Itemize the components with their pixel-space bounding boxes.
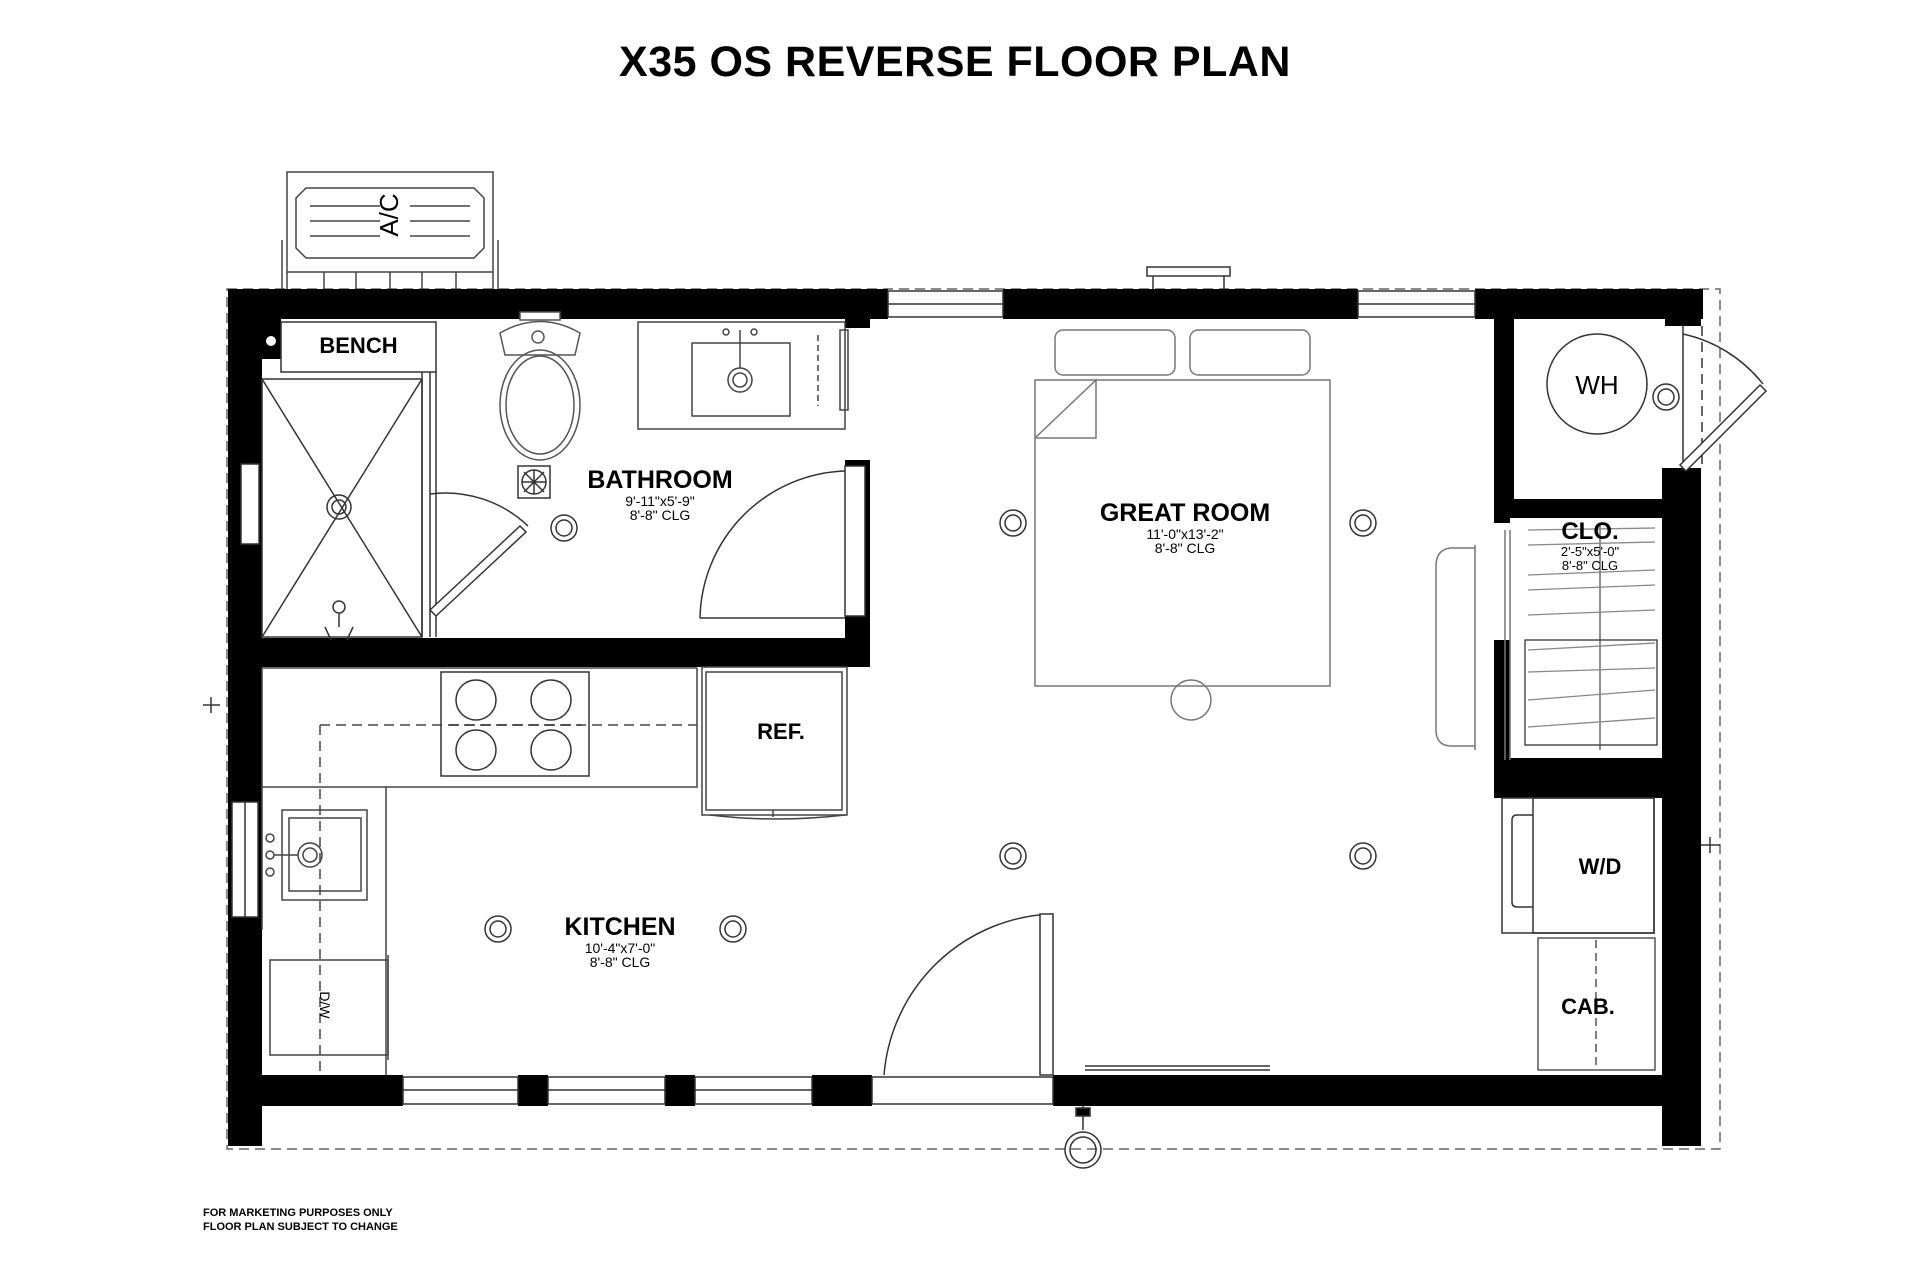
disclaimer-line-2: FLOOR PLAN SUBJECT TO CHANGE [203,1221,398,1233]
room-label-closet: CLO. 2'-5"x5'-0" 8'-8" CLG [1535,518,1645,573]
kitchen-counters [261,667,698,1075]
recessed-lights [484,383,1680,943]
room-name: BATHROOM [587,466,733,494]
room-dimensions: 9'-11"x5'-9" [625,493,695,509]
water-heater [1546,333,1648,435]
shower-door [428,492,529,618]
room-label-bathroom: BATHROOM 9'-11"x5'-9" 8'-8" CLG [570,466,750,523]
wall-shelf [1435,530,1511,760]
room-dimensions: 10'-4"x7'-0" [584,940,656,956]
room-ceiling: 8'-8" CLG [1154,540,1216,556]
bench [280,321,437,373]
ac-label: A/C [374,193,404,236]
exterior-footprint-dashed [226,288,1721,1150]
dishwasher-label: D/W [317,991,333,1019]
closet-rod-shelves [1524,525,1658,750]
bench-label: BENCH [319,333,398,358]
exterior-fixture [1064,1106,1102,1169]
disclaimer: FOR MARKETING PURPOSES ONLY FLOOR PLAN S… [203,1206,398,1234]
kitchen-sink [265,809,368,901]
room-ceiling: 8'-8" CLG [589,954,651,970]
washer-dryer [1501,797,1655,934]
roof-vent [1146,266,1231,289]
washer-dryer-label: W/D [1578,854,1622,879]
cabinet-label: CAB. [1561,994,1615,1019]
windows [231,290,1476,1105]
exhaust-fan [517,465,551,499]
room-label-great-room: GREAT ROOM 11'-0"x13'-2" 8'-8" CLG [1085,499,1285,556]
interior-walls [262,319,1662,798]
page-title: X35 OS REVERSE FLOOR PLAN [619,38,1291,86]
room-name: GREAT ROOM [1099,499,1271,527]
water-heater-label: WH [1575,370,1619,400]
refrigerator-label: REF. [757,719,805,744]
bench-dot [266,336,276,346]
corner-posts [233,290,1689,1105]
cooktop [440,671,590,777]
cabinet [1537,937,1656,1071]
dimension-ticks [203,697,1720,853]
room-name: CLO. [1561,518,1619,545]
disclaimer-line-1: FOR MARKETING PURPOSES ONLY [203,1207,393,1219]
entry-door [871,913,1270,1105]
utility-door [1678,326,1768,473]
ac-unit [281,171,499,290]
bathroom-vanity [637,321,849,430]
dishwasher [269,955,389,1060]
room-dimensions: 2'-5"x5'-0" [1560,544,1620,559]
room-name: KITCHEN [564,913,676,941]
room-dimensions: 11'-0"x13'-2" [1146,526,1224,542]
room-label-kitchen: KITCHEN 10'-4"x7'-0" 8'-8" CLG [550,913,690,970]
shower [261,372,437,641]
room-ceiling: 8'-8" CLG [629,507,691,523]
room-ceiling: 8'-8" CLG [1561,558,1619,573]
bathroom-door [699,465,866,619]
exterior-walls [228,289,1703,1146]
refrigerator [701,666,848,820]
bed [1034,329,1331,721]
toilet [499,311,581,461]
